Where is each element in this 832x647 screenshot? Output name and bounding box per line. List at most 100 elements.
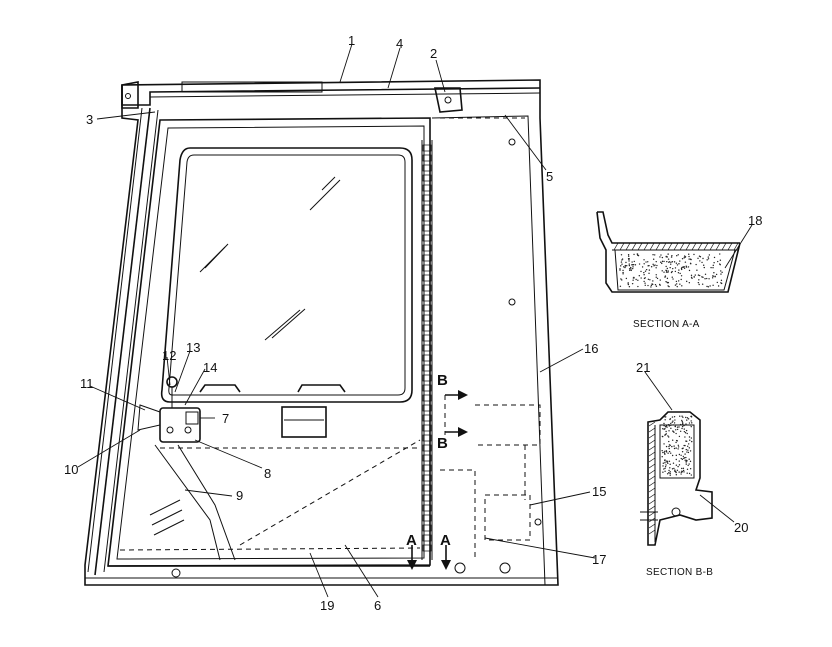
- foam-stipple: [627, 258, 630, 260]
- foam-stipple: [641, 266, 644, 268]
- foam-stipple: [715, 273, 718, 276]
- hinge-tooth: [422, 504, 432, 512]
- section-a-detail: [596, 211, 741, 293]
- foam-stipple: [664, 434, 666, 436]
- panel-hatch: [648, 463, 656, 469]
- foam-stipple: [707, 286, 710, 288]
- foam-stipple: [698, 283, 700, 286]
- foam-stipple: [663, 260, 665, 263]
- hinge-tooth: [422, 424, 432, 432]
- hinge-tooth: [422, 324, 432, 332]
- foam-stipple: [667, 271, 669, 273]
- foam-stipple: [676, 255, 678, 257]
- hinge-tooth: [422, 164, 432, 172]
- foam-stipple: [652, 283, 654, 286]
- foam-stipple: [685, 448, 687, 451]
- foam-stipple: [622, 271, 624, 274]
- foam-stipple: [702, 264, 705, 266]
- callout-13: 13: [186, 340, 200, 355]
- cab-frame: [84, 79, 559, 586]
- panel-hatch: [625, 242, 631, 251]
- foam-stipple: [668, 460, 671, 462]
- foam-stipple: [620, 254, 623, 256]
- hinge-tooth: [422, 514, 432, 522]
- foam-stipple: [690, 425, 692, 428]
- foam-stipple: [685, 461, 687, 463]
- foam-stipple: [699, 256, 702, 258]
- foam-stipple: [681, 467, 683, 470]
- foam-stipple: [685, 423, 687, 425]
- foam-stipple: [670, 261, 672, 263]
- foam-stipple: [621, 279, 623, 281]
- foam-stipple: [702, 257, 704, 260]
- hinge-tooth: [422, 254, 432, 262]
- foam-stipple: [664, 426, 667, 428]
- foam-stipple: [688, 463, 690, 465]
- hinge-tooth: [422, 474, 432, 482]
- foam-stipple: [712, 264, 714, 267]
- foam-stipple: [688, 281, 691, 284]
- hinge-tooth: [422, 224, 432, 232]
- foam-stipple: [672, 267, 674, 270]
- panel-hatch: [673, 242, 679, 251]
- foam-stipple: [659, 279, 661, 281]
- foam-stipple: [653, 265, 655, 267]
- callout-19: 19: [320, 598, 334, 613]
- foam-stipple: [677, 448, 679, 450]
- callout-2: 2: [430, 46, 437, 61]
- foam-stipple: [630, 266, 632, 269]
- foam-stipple: [678, 471, 680, 473]
- foam-stipple: [649, 279, 651, 281]
- foam-stipple: [690, 274, 693, 277]
- hinge-tooth: [422, 294, 432, 302]
- foam-stipple: [682, 416, 684, 418]
- foam-stipple: [675, 429, 677, 431]
- foam-stipple: [676, 285, 678, 288]
- foam-stipple: [635, 278, 637, 281]
- foam-stipple: [620, 265, 622, 267]
- panel-hatch: [648, 439, 656, 445]
- hinge-tooth: [422, 244, 432, 252]
- foam-stipple: [681, 447, 683, 450]
- foam-stipple: [643, 263, 645, 265]
- foam-stipple: [662, 471, 664, 473]
- foam-stipple: [664, 459, 666, 462]
- foam-stipple: [654, 254, 656, 256]
- foam-stipple: [660, 254, 662, 256]
- foam-stipple: [666, 267, 669, 270]
- foam-stipple: [664, 462, 666, 464]
- foam-stipple: [686, 472, 688, 474]
- foam-stipple: [681, 427, 683, 430]
- foam-stipple: [690, 276, 693, 279]
- foam-stipple: [638, 263, 641, 265]
- panel-hatch: [648, 421, 656, 427]
- foam-stipple: [667, 270, 670, 272]
- foam-stipple: [690, 437, 693, 439]
- foam-stipple: [687, 443, 690, 445]
- callout-20: 20: [734, 520, 748, 535]
- foam-stipple: [667, 258, 670, 260]
- foam-stipple: [665, 433, 667, 435]
- foam-stipple: [671, 421, 673, 423]
- foam-stipple: [628, 285, 631, 288]
- foam-stipple: [683, 457, 686, 459]
- foam-stipple: [690, 416, 693, 418]
- foam-stipple: [648, 264, 650, 267]
- panel-hatch: [667, 242, 673, 251]
- foam-stipple: [662, 451, 664, 454]
- panel-hatch: [648, 469, 656, 475]
- callout-16: 16: [584, 341, 598, 356]
- hinge-tooth: [422, 304, 432, 312]
- hinge-tooth: [422, 264, 432, 272]
- panel-hatch: [727, 242, 733, 251]
- foam-stipple: [628, 264, 631, 267]
- foam-stipple: [664, 419, 666, 421]
- foam-stipple: [669, 471, 671, 473]
- foam-stipple: [663, 443, 665, 445]
- foam-stipple: [676, 264, 679, 266]
- foam-stipple: [684, 436, 686, 438]
- foam-stipple: [668, 469, 670, 472]
- callout-18: 18: [748, 213, 762, 228]
- foam-stipple: [671, 276, 673, 278]
- foam-stipple: [682, 469, 685, 472]
